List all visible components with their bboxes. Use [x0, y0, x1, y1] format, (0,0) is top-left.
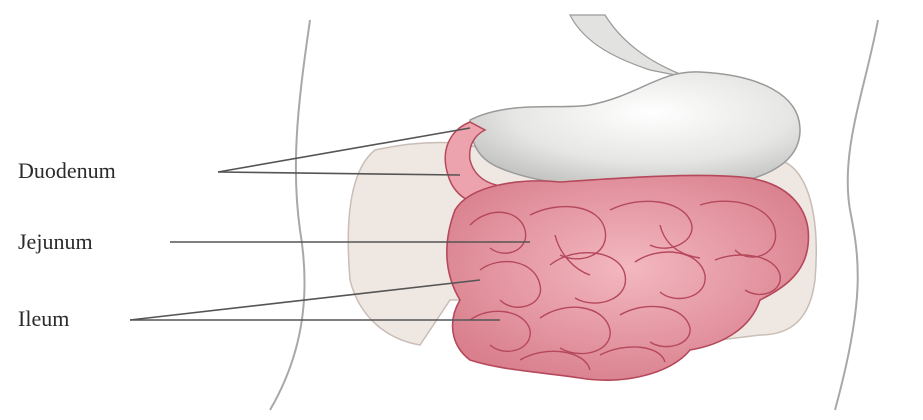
body-outline-right — [835, 20, 878, 410]
esophagus — [570, 15, 690, 78]
body-outline-left — [270, 20, 310, 410]
label-duodenum: Duodenum — [18, 160, 116, 182]
stomach — [470, 72, 800, 189]
label-jejunum: Jejunum — [18, 231, 93, 253]
label-ileum: Ileum — [18, 308, 69, 330]
small-intestine — [447, 175, 809, 380]
